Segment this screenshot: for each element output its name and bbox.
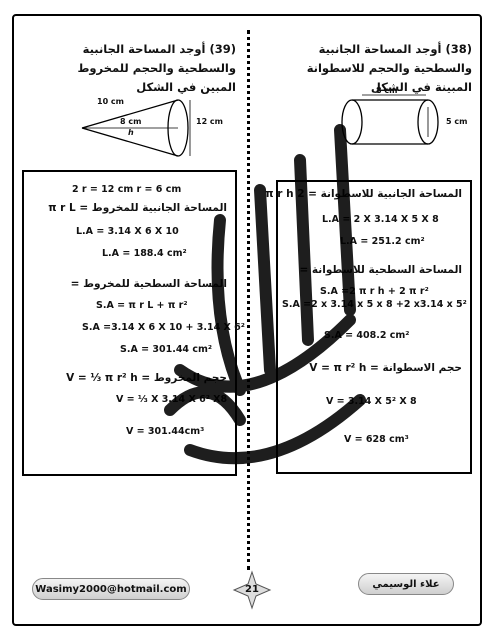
ornament-icon: [232, 570, 272, 610]
line-v-result: V = 628 cm³: [344, 434, 409, 445]
line-lateral-formula: المساحة الجانبية للمخروط = π r L: [48, 202, 227, 214]
line-radius: 2 r = 12 cm r = 6 cm: [72, 184, 182, 195]
cylinder-figure: [341, 94, 439, 145]
page-number-badge: 21: [232, 570, 272, 610]
solution-box-39: 2 r = 12 cm r = 6 cm المساحة الجانبية لل…: [22, 170, 245, 476]
cone-h-label: h: [128, 128, 134, 137]
problem-39-title: (39) أوجد المساحة الجانبية والسطحية والح…: [77, 42, 236, 94]
cone-figure: [81, 99, 191, 157]
line-lateral-formula: المساحة الجانبية للاسطوانة = 2 π r h: [265, 188, 462, 200]
page-number: 21: [245, 584, 259, 595]
author-badge: علاء الوسيمي: [358, 573, 454, 595]
email-badge: Wasimy2000@hotmail.com: [32, 578, 190, 600]
line-v-sub: V = ⅓ X 3.14 X 6² X8: [116, 394, 228, 405]
line-surface-heading: المساحة السطحية للاسطوانة =: [299, 264, 462, 276]
line-sa-sub: S.A =2 x 3.14 x 5 x 8 +2 x3.14 x 5²: [282, 299, 467, 310]
cone-slant-label: 10 cm: [97, 97, 124, 106]
line-la-result: L.A = 188.4 cm²: [102, 248, 187, 259]
cone-radius-label: 8 cm: [120, 117, 142, 126]
cone-height-label: 12 cm: [196, 117, 223, 126]
page-border: [12, 14, 482, 626]
line-surface-heading: المساحة السطحية للمخروط =: [70, 278, 227, 290]
line-la-sub: L.A = 3.14 X 6 X 10: [76, 226, 179, 237]
line-sa-result: S.A = 301.44 cm²: [120, 344, 213, 355]
line-sa-sub: S.A =3.14 X 6 X 10 + 3.14 X 6²: [82, 322, 245, 333]
solution-box-38: المساحة الجانبية للاسطوانة = 2 π r h L.A…: [265, 180, 472, 474]
line-v-result: V = 301.44cm³: [126, 426, 205, 437]
cylinder-height-label: 5 cm: [446, 117, 468, 126]
line-sa-formula: S.A =2 π r h + 2 π r²: [320, 286, 429, 297]
problem-38-title: (38) أوجد المساحة الجانبية والسطحية والح…: [306, 42, 472, 94]
column-divider: [247, 30, 250, 570]
line-volume-formula: حجم المخروط = V = ⅓ π r² h: [66, 372, 227, 384]
line-v-sub: V = 3.14 X 5² X 8: [326, 396, 417, 407]
line-sa-formula: S.A = π r L + π r²: [96, 300, 188, 311]
line-sa-result: S.A = 408.2 cm²: [324, 330, 410, 341]
cylinder-diameter-label: 8 cm: [376, 86, 398, 95]
line-volume-formula: حجم الاسطوانة = V = π r² h: [309, 362, 462, 374]
line-la-result: L.A = 251.2 cm²: [340, 236, 425, 247]
line-la-sub: L.A = 2 X 3.14 X 5 X 8: [322, 214, 439, 225]
